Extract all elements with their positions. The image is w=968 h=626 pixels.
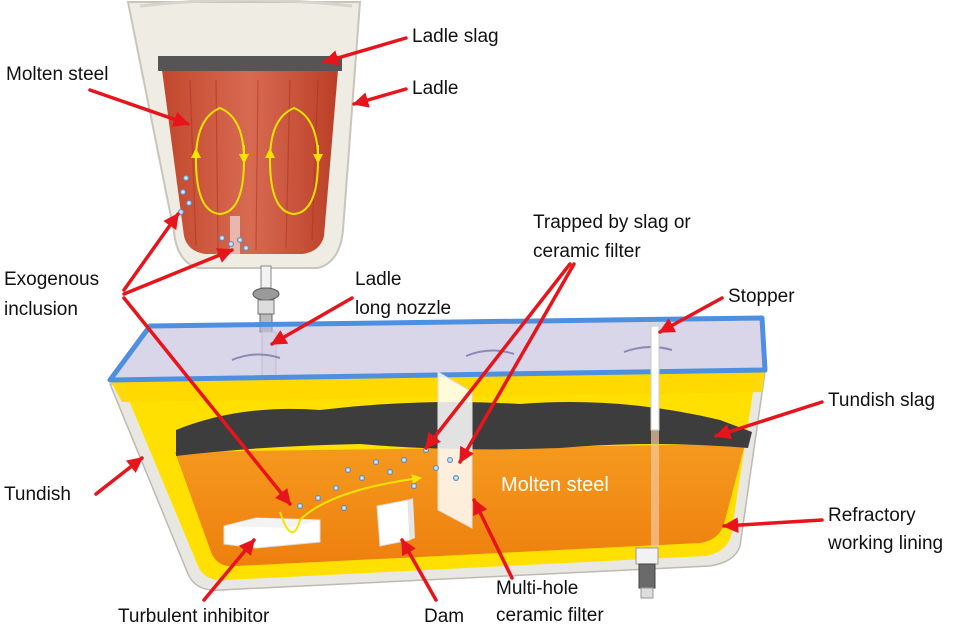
arrow-exogenous-to-ladle-b bbox=[122, 248, 234, 296]
tundish-inclusion-bubbles bbox=[297, 447, 459, 511]
submerged-entry-nozzle bbox=[635, 547, 659, 599]
label-tundish-slag: Tundish slag bbox=[828, 390, 935, 411]
arrow-filter bbox=[472, 498, 514, 580]
stopper-rod bbox=[650, 325, 660, 548]
label-ladle-long-nozzle-line1: Ladle bbox=[355, 269, 402, 290]
arrow-exogenous-to-ladle-a bbox=[122, 212, 180, 292]
dam bbox=[376, 498, 415, 547]
multi-hole-ceramic-filter bbox=[437, 371, 473, 529]
label-ladle: Ladle bbox=[412, 78, 459, 99]
tundish-flow-path bbox=[279, 474, 422, 533]
label-trapped-line2: ceramic filter bbox=[533, 241, 641, 262]
ladle-steel-streaks bbox=[189, 79, 319, 251]
callout-arrows bbox=[88, 36, 824, 602]
ladle-flow-loop-right bbox=[268, 106, 320, 216]
label-exogenous-line1: Exogenous bbox=[4, 269, 99, 290]
arrow-stopper bbox=[658, 296, 724, 334]
label-refractory-line2: working lining bbox=[827, 533, 943, 554]
ladle-inclusion-bubbles bbox=[178, 175, 249, 251]
label-stopper: Stopper bbox=[728, 286, 795, 307]
label-molten-steel-tundish: Molten steel bbox=[501, 474, 609, 496]
label-ladle-long-nozzle-line2: long nozzle bbox=[355, 298, 451, 319]
arrow-trapped-slag bbox=[424, 262, 572, 450]
tundish bbox=[107, 315, 768, 599]
ladle-slag-layer bbox=[158, 56, 342, 71]
arrow-refractory bbox=[722, 517, 824, 533]
arrow-tundish bbox=[94, 456, 144, 496]
arrow-exogenous-to-tundish bbox=[122, 296, 292, 506]
ladle bbox=[126, 0, 362, 269]
arrow-ladle-slag bbox=[322, 36, 408, 66]
ladle-rim bbox=[139, 0, 353, 8]
label-turbulent-inhibitor: Turbulent inhibitor bbox=[118, 606, 270, 626]
label-refractory-line1: Refractory bbox=[828, 505, 916, 526]
arrow-molten-steel-ladle bbox=[88, 88, 190, 127]
label-exogenous-line2: inclusion bbox=[4, 299, 78, 320]
label-tundish: Tundish bbox=[4, 484, 71, 505]
label-ladle-slag: Ladle slag bbox=[412, 26, 499, 47]
arrow-trapped-filter bbox=[458, 262, 576, 464]
arrow-turbulent-inhibitor bbox=[202, 538, 256, 602]
arrow-tundish-slag bbox=[714, 400, 824, 440]
ladle-flow-loop-left bbox=[194, 106, 246, 216]
label-dam: Dam bbox=[424, 606, 464, 626]
ladle-molten-steel bbox=[162, 70, 338, 254]
label-filter-line2: ceramic filter bbox=[496, 605, 604, 626]
arrow-dam bbox=[400, 538, 438, 602]
label-trapped-line1: Trapped by slag or bbox=[533, 212, 691, 233]
label-molten-steel-ladle: Molten steel bbox=[6, 64, 108, 85]
ladle-inner-nozzle bbox=[230, 216, 240, 254]
tundish-cover-bumps bbox=[231, 346, 673, 361]
arrow-ladle-long-nozzle bbox=[270, 296, 354, 346]
arrow-ladle bbox=[352, 87, 408, 108]
turbulent-inhibitor bbox=[223, 517, 321, 549]
label-filter-line1: Multi-hole bbox=[496, 578, 578, 599]
